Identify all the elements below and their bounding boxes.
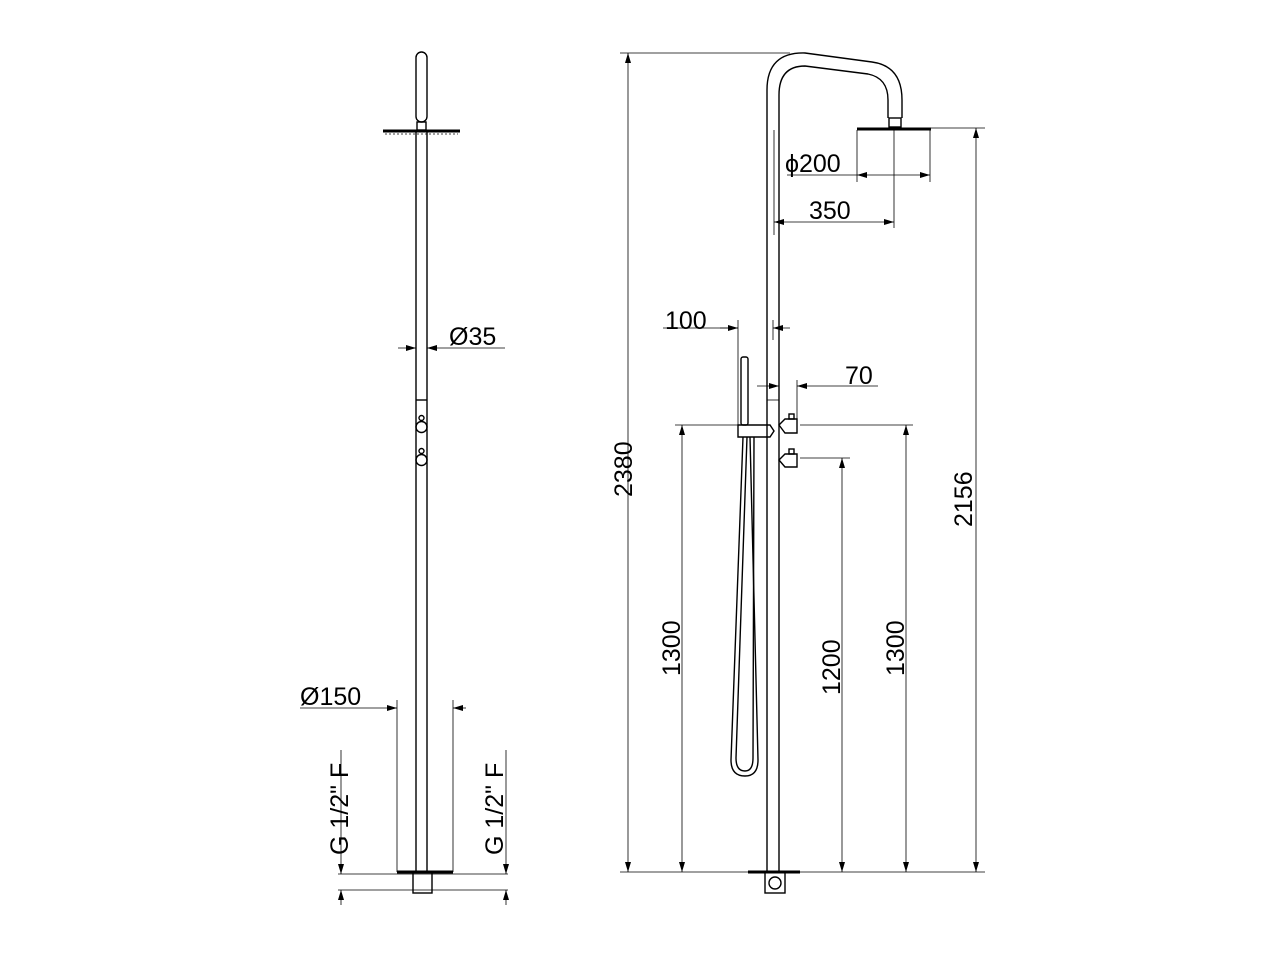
dimension-lower-valve-height: 1200 bbox=[800, 457, 850, 872]
handshower-offset-label: 100 bbox=[665, 307, 707, 335]
front-pipe-outer bbox=[766, 52, 903, 872]
front-base-fitting bbox=[764, 871, 786, 894]
total-height-label: 2380 bbox=[610, 441, 638, 497]
dimension-connection-left: G 1/2" F bbox=[326, 750, 354, 905]
lower-valve-height-label: 1200 bbox=[818, 639, 846, 695]
head-height-label: 2156 bbox=[950, 471, 978, 527]
side-shower-arm bbox=[415, 51, 428, 123]
front-view: 2380 2156 ϕ200 350 bbox=[610, 52, 985, 894]
hand-shower bbox=[730, 356, 775, 777]
dimension-head-diameter: ϕ200 bbox=[785, 130, 931, 182]
front-pipe-inner bbox=[778, 65, 889, 872]
valve-upper bbox=[778, 413, 798, 434]
valve-lower bbox=[778, 448, 798, 468]
dimension-upper-valve-height: 1300 bbox=[800, 424, 913, 872]
connection-right-label: G 1/2" F bbox=[481, 763, 509, 855]
arm-reach-label: 350 bbox=[809, 197, 851, 225]
dimension-connection-right: G 1/2" F bbox=[481, 750, 509, 905]
dimension-valve-offset: 70 bbox=[757, 362, 878, 419]
dimension-pipe-diameter: Ø35 bbox=[398, 323, 505, 351]
dimension-handshower-offset: 100 bbox=[663, 307, 790, 425]
pipe-diameter-label: Ø35 bbox=[449, 323, 496, 351]
connection-left-label: G 1/2" F bbox=[326, 763, 354, 855]
dimension-handshower-height: 1300 bbox=[658, 424, 738, 872]
side-head-connector bbox=[416, 121, 427, 131]
base-diameter-label: Ø150 bbox=[300, 683, 361, 711]
dimension-arm-reach: 350 bbox=[773, 130, 895, 235]
side-valve-knob-lower bbox=[415, 447, 428, 467]
side-valve-knob-upper bbox=[415, 414, 428, 434]
dimension-base-diameter: Ø150 bbox=[300, 683, 466, 872]
head-diameter-label: ϕ200 bbox=[785, 150, 841, 178]
upper-valve-height-label: 1300 bbox=[882, 620, 910, 676]
shower-hose bbox=[730, 436, 759, 777]
side-base-fitting bbox=[412, 871, 433, 894]
dimension-total-height: 2380 bbox=[610, 52, 985, 873]
side-view: Ø35 Ø150 G 1/2" F G 1/2" F bbox=[300, 51, 509, 905]
valve-offset-label: 70 bbox=[845, 362, 873, 390]
dimension-head-height: 2156 bbox=[930, 127, 985, 872]
front-head-connector bbox=[888, 117, 902, 128]
handshower-height-label: 1300 bbox=[658, 620, 686, 676]
